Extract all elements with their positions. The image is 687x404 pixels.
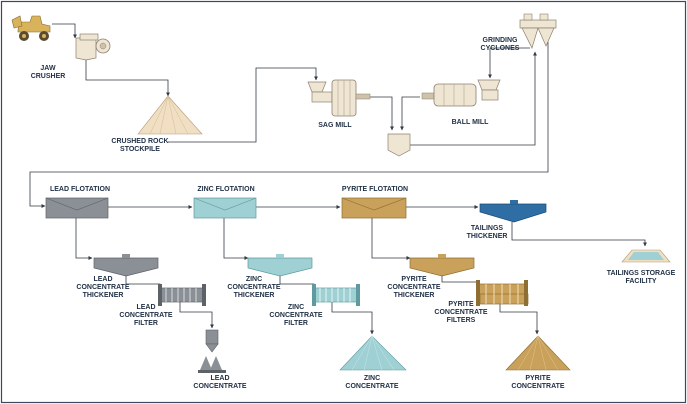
- lead-flotation-cell: [45, 197, 109, 219]
- zinc-flotation-cell: [193, 197, 257, 219]
- sump-icon: [387, 133, 411, 157]
- flow-pyrite-filters-to-concentrate: [499, 300, 539, 335]
- flow-zinc-flot-to-thickener: [223, 218, 249, 260]
- jaw-crusher-icon: [75, 33, 111, 61]
- flow-crusher-to-stockpile: [85, 60, 170, 97]
- pyrite-thickener-icon: [409, 254, 475, 277]
- stockpile-icon: [137, 95, 203, 135]
- label-pyrite-flotation: PYRITE FLOTATION: [342, 186, 408, 193]
- zinc-thickener-icon: [247, 254, 313, 277]
- loader-icon: [11, 15, 51, 41]
- flow-zinc-filter-to-concentrate: [331, 302, 374, 335]
- cyclones-icon: [519, 13, 557, 49]
- flow-pyrite-thickener-to-filters: [441, 276, 480, 287]
- flow-lead-flot-to-thickener: [75, 218, 93, 260]
- flow-cyclones-to-lead-flotation: [29, 42, 549, 208]
- flow-cyclones-to-ballmill: [488, 47, 530, 79]
- flow-sump-to-cyclones: [410, 51, 537, 146]
- label-zinc-flotation: ZINC FLOTATION: [197, 186, 254, 193]
- pyrite-flotation-cell: [341, 197, 407, 219]
- tailings-storage-icon: [621, 249, 671, 263]
- label-sag-mill: SAG MILL: [318, 122, 352, 129]
- flow-loader-to-crusher: [52, 23, 77, 39]
- lead-thickener-icon: [93, 254, 159, 277]
- label-lead-flotation: LEAD FLOTATION: [50, 186, 110, 193]
- pyrite-filter-presses-icon: [476, 280, 529, 306]
- flow-pyrite-flot-to-thickener: [371, 218, 411, 260]
- flow-lines: [29, 23, 647, 335]
- flow-thickener-to-storage: [511, 222, 647, 247]
- flow-lead-thickener-to-filter: [125, 276, 162, 289]
- flow-lead-filter-to-concentrate: [179, 302, 214, 329]
- label-ball-mill: BALL MILL: [452, 119, 490, 126]
- flow-ball-to-sump: [400, 96, 420, 131]
- flow-sag-to-sump: [360, 96, 394, 131]
- lead-filter-press-icon: [158, 284, 206, 306]
- flow-stockpile-to-sag: [168, 67, 318, 143]
- flow-zinc-thickener-to-filter: [279, 276, 316, 289]
- zinc-filter-press-icon: [312, 284, 360, 306]
- ball-mill-icon: [421, 79, 501, 107]
- zinc-concentrate-pile-icon: [339, 335, 407, 371]
- silo-icon: [198, 329, 226, 373]
- sag-mill-icon: [307, 79, 371, 117]
- tailings-thickener-icon: [479, 200, 547, 223]
- pyrite-concentrate-pile-icon: [505, 335, 571, 371]
